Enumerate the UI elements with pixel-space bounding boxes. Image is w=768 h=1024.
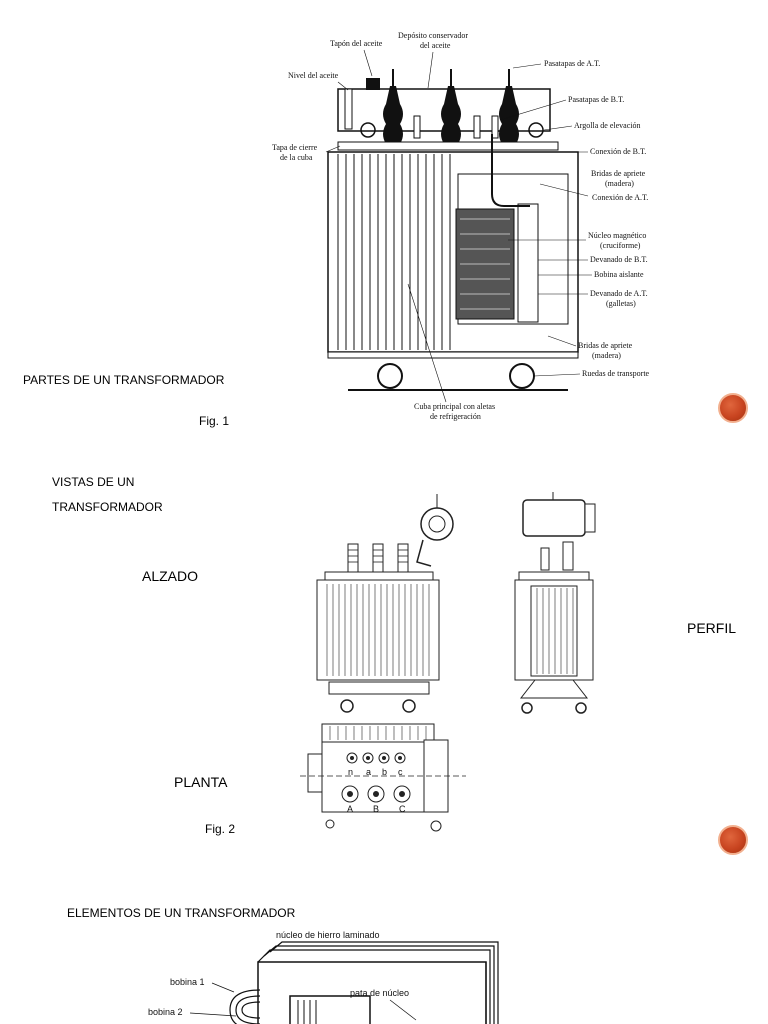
label-bridas-2b: (madera) <box>592 351 621 360</box>
transformer-parts-figure: Tapón del aceite Depósito conservador de… <box>272 31 650 421</box>
slide1-heading: PARTES DE UN TRANSFORMADOR <box>23 373 225 387</box>
slide2-heading-line1: VISTAS DE UN <box>52 475 135 489</box>
label-pasatapas-at: Pasatapas de A.T. <box>544 59 600 68</box>
plan-letter-b: b <box>382 767 387 777</box>
fig1-caption: Fig. 1 <box>199 414 230 428</box>
fig2-caption: Fig. 2 <box>205 822 236 836</box>
label-tapa-2: de la cuba <box>280 153 313 162</box>
label-bobina: Bobina aislante <box>594 270 644 279</box>
plan-letter-A: A <box>347 804 353 814</box>
label-tapa-1: Tapa de cierre <box>272 143 318 152</box>
plan-letter-n: n <box>348 767 353 777</box>
label-deposito-1: Depósito conservador <box>398 31 468 40</box>
label-cuba-1: Cuba principal con aletas <box>414 402 495 411</box>
plan-letter-a: a <box>366 767 371 777</box>
label-argolla: Argolla de elevación <box>574 121 641 130</box>
label-bobina-2: bobina 2 <box>148 1007 183 1017</box>
label-nivel: Nivel del aceite <box>288 71 339 80</box>
label-planta: PLANTA <box>174 774 228 790</box>
label-devanado-at-1: Devanado de A.T. <box>590 289 648 298</box>
label-conexion-bt: Conexión de B.T. <box>590 147 646 156</box>
label-bridas-1b: (madera) <box>605 179 634 188</box>
label-nucleo-laminado: núcleo de hierro laminado <box>276 930 380 940</box>
label-bobina-1: bobina 1 <box>170 977 205 987</box>
label-conexion-at: Conexión de A.T. <box>592 193 648 202</box>
label-bridas-2a: Bridas de apriete <box>578 341 633 350</box>
slide3-heading: ELEMENTOS DE UN TRANSFORMADOR <box>67 906 296 920</box>
label-alzado: ALZADO <box>142 568 199 584</box>
label-nucleo-1: Núcleo magnético <box>588 231 646 240</box>
alzado-view <box>316 494 454 713</box>
label-pata-nucleo: pata de núcleo <box>350 988 409 998</box>
planta-view: n a b c A B C <box>300 723 466 832</box>
plan-letter-B: B <box>373 804 379 814</box>
label-pasatapas-bt: Pasatapas de B.T. <box>568 95 624 104</box>
label-devanado-bt: Devanado de B.T. <box>590 255 648 264</box>
label-cuba-2: de refrigeración <box>430 412 481 421</box>
label-bridas-1a: Bridas de apriete <box>591 169 646 178</box>
label-ruedas: Ruedas de transporte <box>582 369 650 378</box>
nav-dot-2[interactable] <box>718 825 748 855</box>
plan-letter-c: c <box>398 767 403 777</box>
label-devanado-at-2: (galletas) <box>606 299 636 308</box>
perfil-view <box>514 492 596 714</box>
slide2-heading-line2: TRANSFORMADOR <box>52 500 163 514</box>
label-tapon: Tapón del aceite <box>330 39 383 48</box>
label-perfil: PERFIL <box>687 620 737 636</box>
label-deposito-2: del aceite <box>420 41 451 50</box>
plan-letter-C: C <box>399 804 406 814</box>
nav-dot-1[interactable] <box>718 393 748 423</box>
label-nucleo-2: (cruciforme) <box>600 241 641 250</box>
transformer-elements-figure: núcleo de hierro laminado bobina 1 bobin… <box>148 930 499 1024</box>
